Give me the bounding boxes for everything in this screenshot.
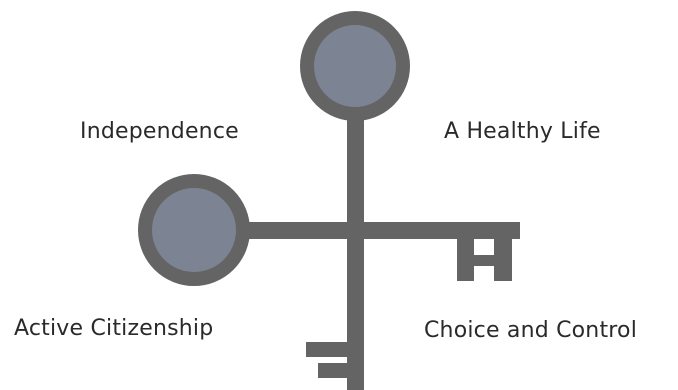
horizontal-key-bit-right <box>494 222 512 281</box>
horizontal-key-shaft <box>240 222 520 239</box>
label-active-citizenship: Active Citizenship <box>14 316 214 341</box>
vertical-key-bit-upper <box>306 342 356 357</box>
label-independence: Independence <box>80 119 239 144</box>
vertical-key-shaft <box>347 100 364 390</box>
horizontal-key-bow <box>138 174 250 286</box>
horizontal-key-bit-connector <box>457 255 512 266</box>
vertical-key-bit-lower <box>318 363 356 378</box>
horizontal-key-bit-left <box>457 222 474 281</box>
label-healthy-life: A Healthy Life <box>444 119 601 144</box>
vertical-key-bow <box>300 11 410 121</box>
label-choice-and-control: Choice and Control <box>424 318 638 343</box>
